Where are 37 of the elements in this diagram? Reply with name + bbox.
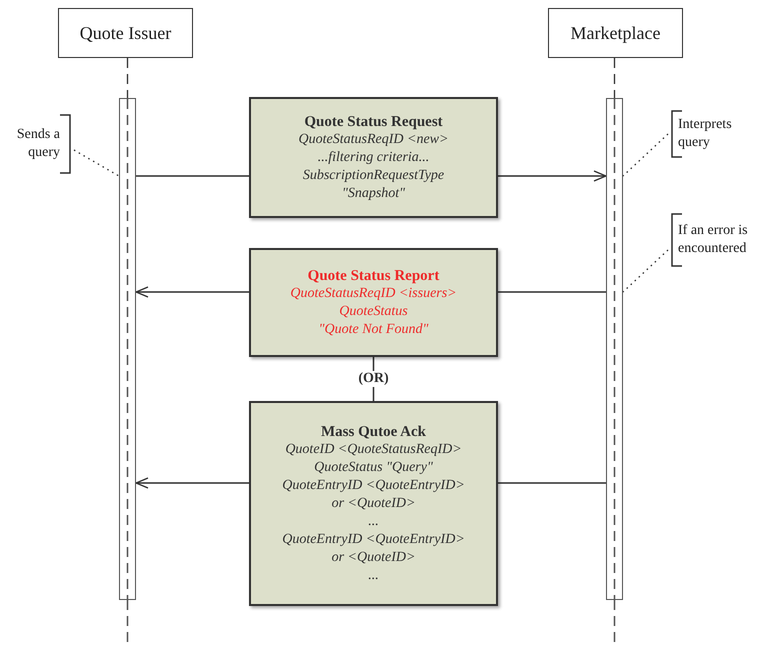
message-field: ... <box>368 512 379 530</box>
message-field: QuoteID <QuoteStatusReqID> <box>285 440 462 458</box>
leader-line <box>74 149 120 177</box>
note-text: Sends a query <box>16 126 61 162</box>
message-box <box>249 248 498 357</box>
leader-line <box>622 250 668 292</box>
message-title: Mass Qutoe Ack <box>321 422 426 440</box>
message-field: or <QuoteID> <box>332 548 416 566</box>
message-field: ...filtering criteria... <box>318 148 430 166</box>
activation-bar <box>606 98 623 600</box>
message-arrow <box>135 477 249 489</box>
message-field: QuoteStatusReqID <new> <box>298 130 448 148</box>
lifeline <box>126 58 128 98</box>
message-field: SubscriptionRequestType <box>302 166 444 184</box>
message-field: QuoteStatus "Query" <box>314 458 433 476</box>
lifeline <box>614 58 616 98</box>
participant-box: Marketplace <box>548 8 683 58</box>
note-text: Interprets query <box>678 116 733 152</box>
message-field: "Quote Not Found" <box>318 320 428 338</box>
note-text: If an error is encountered <box>678 222 749 258</box>
message-title: Quote Status Request <box>304 112 443 130</box>
message-field: QuoteStatusReqID <issuers> <box>290 284 457 302</box>
message-arrow <box>498 170 607 182</box>
message-box <box>249 97 498 218</box>
message-field: ... <box>368 566 379 584</box>
message-box <box>249 401 498 606</box>
message-field: QuoteEntryID <QuoteEntryID> <box>282 530 465 548</box>
message-field: QuoteEntryID <QuoteEntryID> <box>282 476 465 494</box>
message-arrow <box>135 286 249 298</box>
message-field: "Snapshot" <box>342 184 406 202</box>
activation-bar <box>119 98 136 600</box>
edge-label: (OR) <box>356 371 391 387</box>
leader-line <box>622 134 668 176</box>
message-field: QuoteStatus <box>339 302 408 320</box>
participant-box: Quote Issuer <box>58 8 193 58</box>
message-title: Quote Status Report <box>308 266 440 284</box>
message-field: or <QuoteID> <box>332 494 416 512</box>
